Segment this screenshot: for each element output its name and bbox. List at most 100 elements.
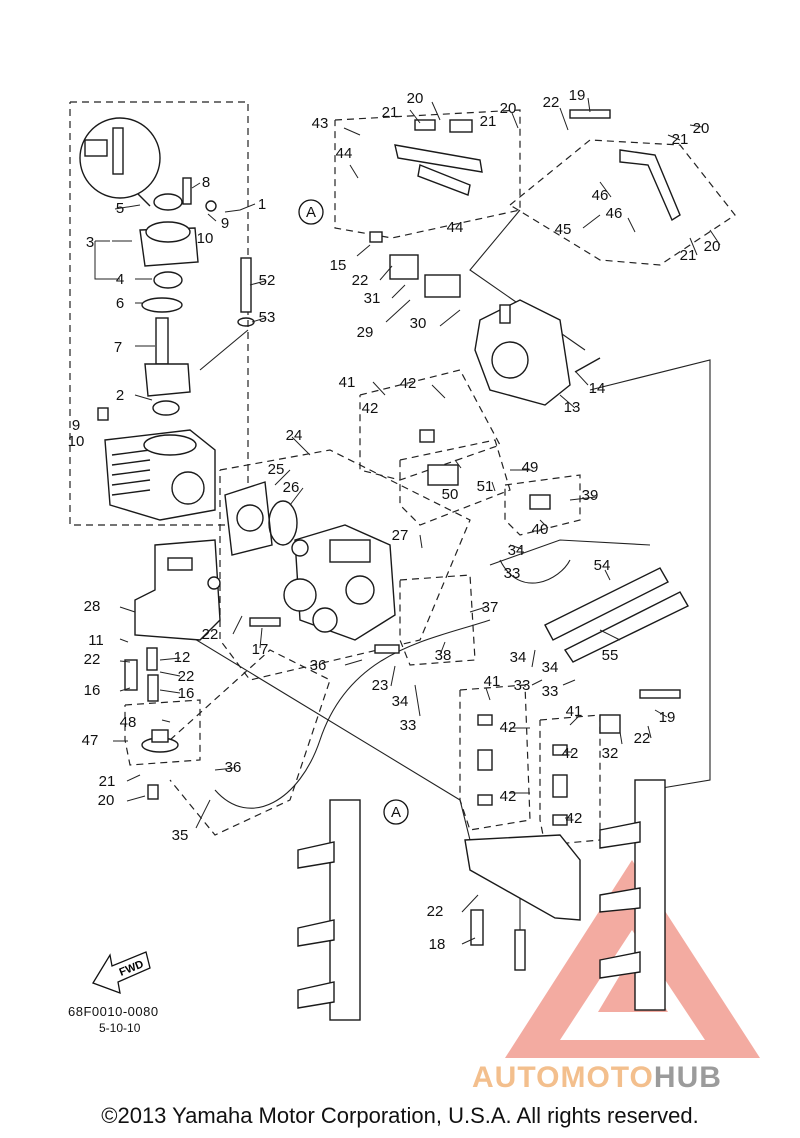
callout-10: 10 [197,230,214,247]
callout-1: 1 [258,196,266,213]
callout-20: 20 [98,792,115,809]
injector-rail-left [297,799,361,1021]
fuel-rail-tube [464,834,581,971]
callout-13: 13 [564,399,581,416]
callout-49: 49 [522,459,539,476]
callout-22: 22 [178,668,195,685]
callout-15: 15 [330,257,347,274]
callout-9: 9 [221,215,229,232]
callout-34: 34 [508,542,525,559]
callout-33: 33 [504,565,521,582]
callout-45: 45 [555,221,572,238]
callout-41: 41 [484,673,501,690]
callout-18: 18 [429,936,446,953]
callout-20: 20 [407,90,424,107]
callout-22: 22 [84,651,101,668]
watermark-text-brand: AUTOMOTOHUB [472,1061,722,1094]
callout-52: 52 [259,272,276,289]
callout-42: 42 [500,719,517,736]
callout-8: 8 [202,174,210,191]
callout-19: 19 [569,87,586,104]
callout-20: 20 [704,238,721,255]
callout-46: 46 [606,205,623,222]
cylinder-block [97,407,216,521]
callout-40: 40 [532,521,549,538]
callout-55: 55 [602,647,619,664]
pump-cover [139,177,217,416]
callout-22: 22 [634,730,651,747]
callout-41: 41 [566,703,583,720]
callout-10: 10 [68,433,85,450]
callout-21: 21 [99,773,116,790]
callout-3: 3 [86,234,94,251]
callout-33: 33 [514,677,531,694]
callout-54: 54 [594,557,611,574]
callout-51: 51 [477,478,494,495]
callout-34: 34 [510,649,527,666]
callout-20: 20 [500,100,517,117]
callout-47: 47 [82,732,99,749]
callout-19: 19 [659,709,676,726]
callout-7: 7 [114,339,122,356]
diagram-revision-date: 5-10-10 [99,1021,141,1035]
svg-text:A: A [391,804,401,821]
pump-assembly [283,524,396,641]
callout-53: 53 [259,309,276,326]
detail-marker-a-bottom: A [383,799,409,825]
callout-6: 6 [116,295,124,312]
vapor-separator [474,299,601,406]
callout-42: 42 [362,400,379,417]
callout-24: 24 [286,427,303,444]
callout-30: 30 [410,315,427,332]
gasket [224,481,298,556]
callout-44: 44 [447,219,464,236]
top-fuel-lines [394,144,681,222]
callout-36: 36 [310,657,327,674]
callout-50: 50 [442,486,459,503]
svg-text:A: A [306,204,316,221]
callout-22: 22 [427,903,444,920]
stud-bolt [237,257,255,327]
copyright-notice: ©2013 Yamaha Motor Corporation, U.S.A. A… [101,1103,699,1128]
joint-fitting [141,729,179,800]
detail-magnifier [79,117,161,207]
callout-22: 22 [543,94,560,111]
diagram-reference-code: 68F0010-0080 [68,1004,159,1019]
mounting-bracket [134,539,221,641]
callout-11: 11 [88,632,104,649]
hoses [544,567,689,663]
callout-28: 28 [84,598,101,615]
callout-23: 23 [372,677,389,694]
callout-12: 12 [174,649,191,666]
callout-33: 33 [400,717,417,734]
callout-16: 16 [178,685,195,702]
callout-35: 35 [172,827,189,844]
forward-arrow: FWD [92,951,151,995]
callout-34: 34 [392,693,409,710]
callout-48: 48 [120,714,137,731]
callout-2: 2 [116,387,124,404]
injector-rail-right [599,779,666,1011]
callout-33: 33 [542,683,559,700]
callout-42: 42 [400,375,417,392]
callout-34: 34 [542,659,559,676]
callout-36: 36 [225,759,242,776]
callout-9: 9 [72,417,80,434]
callout-22: 22 [202,626,219,643]
callout-20: 20 [693,120,710,137]
callout-32: 32 [602,745,619,762]
callout-37: 37 [482,599,499,616]
callout-43: 43 [312,115,329,132]
callout-42: 42 [562,745,579,762]
callout-21: 21 [382,104,399,121]
callout-42: 42 [500,788,517,805]
callout-29: 29 [357,324,374,341]
callout-21: 21 [680,247,697,264]
callout-17: 17 [252,641,269,658]
callout-22: 22 [352,272,369,289]
callout-46: 46 [592,187,609,204]
callout-41: 41 [339,374,356,391]
leader-lines [94,97,721,945]
